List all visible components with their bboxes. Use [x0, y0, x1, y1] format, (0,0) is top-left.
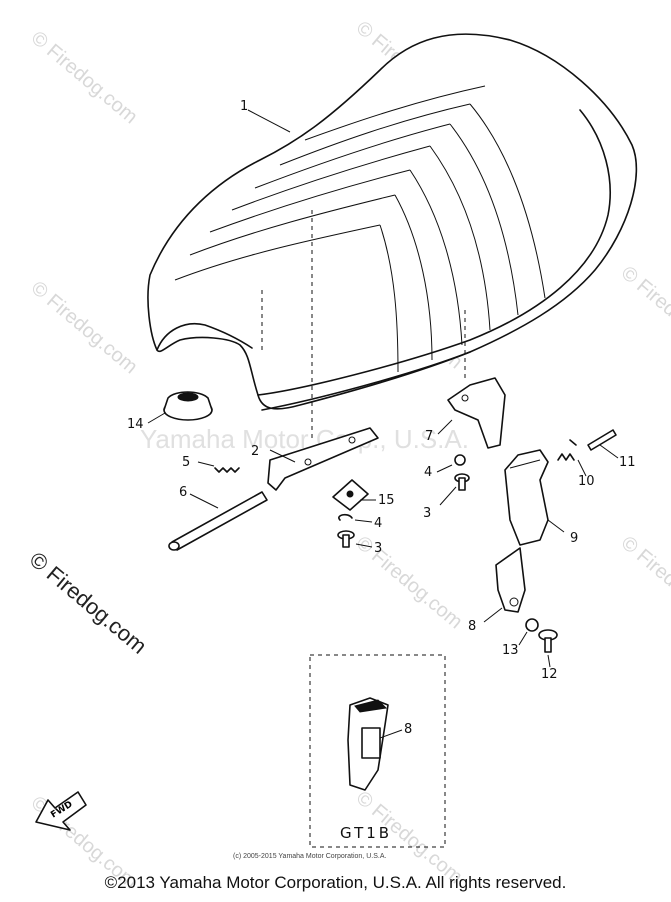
- callout-6: 6: [179, 485, 187, 500]
- damper-part: [163, 391, 213, 421]
- hook-bracket-part: [495, 547, 526, 613]
- callout-12: 12: [541, 667, 558, 682]
- watermark-dark: © Firedog.com: [25, 547, 152, 659]
- watermark-mid-right: © Firedog.com: [617, 262, 671, 363]
- callout-3a: 3: [374, 541, 382, 556]
- callout-5: 5: [182, 455, 190, 470]
- inset-model-label: GT1B: [340, 824, 392, 842]
- copyright-notice: ©2013 Yamaha Motor Corporation, U.S.A. A…: [104, 873, 567, 892]
- callout-13: 13: [502, 643, 519, 658]
- callout-9: 9: [570, 531, 578, 546]
- pin-part: [587, 429, 617, 451]
- latch-part: [504, 449, 549, 546]
- callout-8-inset: 8: [404, 722, 412, 737]
- rear-bracket-part: [447, 377, 506, 449]
- fine-print: (c) 2005-2015 Yamaha Motor Corporation, …: [233, 853, 387, 860]
- inset-hook-part: [347, 697, 389, 791]
- callout-15: 15: [378, 493, 395, 508]
- callout-11: 11: [619, 455, 636, 470]
- callout-4a: 4: [374, 516, 382, 531]
- spring-part: [214, 467, 240, 473]
- watermark-top-left: © Firedog.com: [27, 27, 142, 128]
- callout-10: 10: [578, 474, 595, 489]
- callout-3b: 3: [423, 506, 431, 521]
- callout-1: 1: [240, 99, 248, 114]
- callout-8: 8: [468, 619, 476, 634]
- washer-part-c: [525, 618, 539, 632]
- washer-part-a: [338, 513, 353, 521]
- spring-clip-part: [557, 439, 577, 461]
- watermark-lower-mid: © Firedog.com: [352, 532, 467, 633]
- washer-part-b: [454, 454, 466, 466]
- bolt-part-c: [538, 629, 558, 653]
- shaft-part: [168, 491, 268, 551]
- callout-2: 2: [251, 444, 259, 459]
- callout-14: 14: [127, 417, 144, 432]
- callout-4b: 4: [424, 465, 432, 480]
- seat: [147, 33, 638, 411]
- bracket-part: [267, 427, 379, 491]
- callouts: 1 2 3 3 4 4 5 6 7 8 8 9 10 11 12 13 14 1…: [127, 99, 636, 737]
- watermark-mid-left: © Firedog.com: [27, 277, 142, 378]
- leader-lines: [147, 109, 619, 739]
- watermark-lower-right: © Firedog.com: [617, 532, 671, 633]
- plate-part: [332, 479, 369, 511]
- bolt-part-a: [337, 530, 355, 548]
- inset-box: [309, 654, 446, 848]
- callout-7: 7: [425, 429, 433, 444]
- bolt-part-b: [454, 473, 470, 491]
